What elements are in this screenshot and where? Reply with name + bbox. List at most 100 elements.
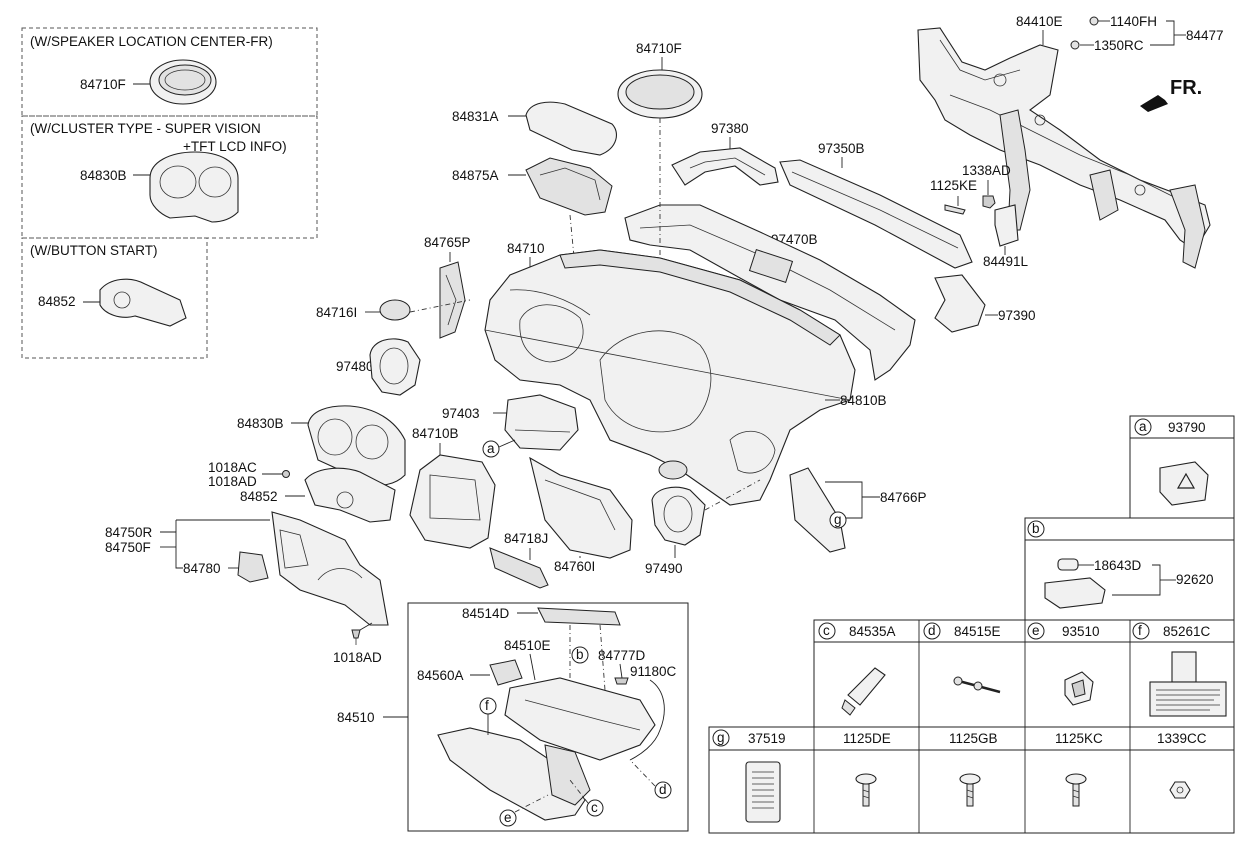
bracket-84491L-group: 1338AD 1125KE 84491L	[930, 163, 1029, 269]
legend-g-letter: g	[717, 730, 725, 745]
callout-e-glovebox: e	[504, 810, 512, 825]
legend-f-part: 85261C	[1163, 624, 1211, 639]
air-vent-97490: 97490	[645, 460, 761, 576]
screw-1018AD: 1018AD	[333, 622, 382, 665]
legend-1125KC-part: 1125KC	[1055, 731, 1103, 746]
label-97350B: 97350B	[818, 141, 865, 156]
duct-97380: 97380	[671, 121, 779, 186]
label-84831A: 84831A	[452, 109, 499, 124]
damper-84515E-icon	[953, 676, 1001, 694]
legend-d-part: 84515E	[954, 624, 1001, 639]
legend-1125GB-part: 1125GB	[949, 731, 998, 746]
crash-pad-84710: 84710	[484, 241, 856, 506]
label-84716I: 84716I	[316, 305, 357, 320]
legend-a-letter: a	[1139, 419, 1147, 434]
callout-c-glovebox: c	[591, 800, 598, 815]
label-1018AC: 1018AC	[208, 460, 257, 475]
legend-d-letter: d	[928, 623, 936, 638]
lower-trim-84852-group: 1018AC 1018AD 84852	[208, 460, 396, 523]
label-91180C: 91180C	[630, 664, 677, 679]
cowl-cross-bar-assembly: 84410E 1140FH 1350RC 84477	[917, 14, 1224, 269]
variant-title-cluster-1: (W/CLUSTER TYPE - SUPER VISION	[30, 121, 261, 136]
variant-title-speaker: (W/SPEAKER LOCATION CENTER-FR)	[30, 34, 273, 49]
center-frame-84710B: 84710B	[409, 426, 496, 549]
callout-a-main: a	[487, 441, 495, 456]
label-97403: 97403	[442, 406, 480, 421]
speaker-84710F: 84710F	[617, 41, 703, 370]
label-84810B: 84810B	[840, 393, 887, 408]
front-direction-indicator: FR.	[1140, 77, 1202, 112]
speaker-grille-icon	[149, 59, 217, 105]
lamp-housing-icon	[1044, 577, 1106, 609]
legend-e-letter: e	[1032, 623, 1040, 638]
label-84750R: 84750R	[105, 525, 153, 540]
caution-label-85261C-icon	[1149, 651, 1227, 717]
label-84750F: 84750F	[105, 540, 151, 555]
legend-a-part: 93790	[1168, 420, 1206, 435]
label-84710B: 84710B	[412, 426, 459, 441]
front-label: FR.	[1170, 77, 1202, 99]
air-vent-97480: 97480	[336, 338, 421, 396]
label-84830B: 84830B	[237, 416, 284, 431]
label-97490: 97490	[645, 561, 683, 576]
label-97480: 97480	[336, 359, 374, 374]
legend-1125DE-part: 1125DE	[843, 731, 891, 746]
cover-84875A: 84875A	[452, 157, 613, 321]
label-84477: 84477	[1186, 28, 1224, 43]
legend-b-letter: b	[1032, 521, 1040, 536]
legend-c-part: 84535A	[849, 624, 896, 639]
cover-84780: 84780	[183, 551, 269, 583]
cluster-hood-icon	[149, 151, 239, 223]
variant-box-speaker: (W/SPEAKER LOCATION CENTER-FR) 84710F	[21, 27, 318, 117]
callout-d-glovebox: d	[659, 782, 667, 797]
callout-g-main: g	[834, 512, 842, 527]
label-84514D: 84514D	[462, 606, 510, 621]
center-panel-84765P: 84765P	[424, 235, 471, 339]
lower-trim-icon	[99, 278, 187, 327]
label-1338AD: 1338AD	[962, 163, 1011, 178]
label-84766P: 84766P	[880, 490, 927, 505]
label-84491L: 84491L	[983, 254, 1029, 269]
manual-label-37519-icon	[745, 761, 781, 823]
grille-84716I: 84716I	[316, 299, 471, 321]
latch-93510-icon	[1064, 671, 1094, 706]
cover-84831A: 84831A	[452, 101, 618, 156]
label-84765P: 84765P	[424, 235, 471, 250]
duct-97470B: 97470B	[624, 204, 916, 381]
legend-e-part: 93510	[1062, 624, 1100, 639]
label-84777D: 84777D	[598, 648, 646, 663]
label-84875A: 84875A	[452, 168, 499, 183]
duct-97390: 97390	[934, 274, 1036, 333]
label-1018AD: 1018AD	[208, 474, 257, 489]
legend-f-letter: f	[1138, 623, 1142, 638]
label-84710: 84710	[507, 241, 545, 256]
legend-b-main-part: 92620	[1176, 572, 1214, 587]
lamp-bulb-icon	[1057, 558, 1079, 571]
center-vent-97403: 97403 a	[442, 394, 579, 458]
bolt-1125KC-icon	[1065, 773, 1087, 807]
side-cover-84766P: 84766P g	[789, 467, 927, 553]
variant-title-cluster-2: +TFT LCD INFO)	[183, 139, 287, 154]
variant-part-speaker: 84710F	[80, 77, 126, 92]
label-84410E: 84410E	[1016, 14, 1063, 29]
callout-b-glovebox: b	[576, 647, 584, 662]
legend-table: a 93790 b 18643D 92620 c 84535A	[708, 415, 1235, 834]
label-1018AD-lower: 1018AD	[333, 650, 382, 665]
variant-box-button-start: (W/BUTTON START) 84852	[21, 237, 208, 359]
glove-box-group: 84510 84514D 84510E b 84777D 91180C 8456…	[337, 602, 689, 832]
label-84760I: 84760I	[554, 559, 595, 574]
variant-box-cluster: (W/CLUSTER TYPE - SUPER VISION +TFT LCD …	[21, 115, 318, 239]
legend-b-sub-part: 18643D	[1094, 558, 1142, 573]
legend-g-part: 37519	[748, 731, 786, 746]
label-97380: 97380	[711, 121, 749, 136]
duct-97350B: 97350B	[779, 141, 973, 269]
label-84560A: 84560A	[417, 668, 464, 683]
label-97390: 97390	[998, 308, 1036, 323]
legend-1339CC-part: 1339CC	[1157, 731, 1207, 746]
variant-part-button-start: 84852	[38, 294, 76, 309]
lower-panel-84750: 84750R 84750F	[105, 511, 389, 626]
legend-c-letter: c	[823, 623, 830, 638]
label-1125KE: 1125KE	[930, 178, 977, 193]
clip-84535A-icon	[841, 667, 886, 716]
